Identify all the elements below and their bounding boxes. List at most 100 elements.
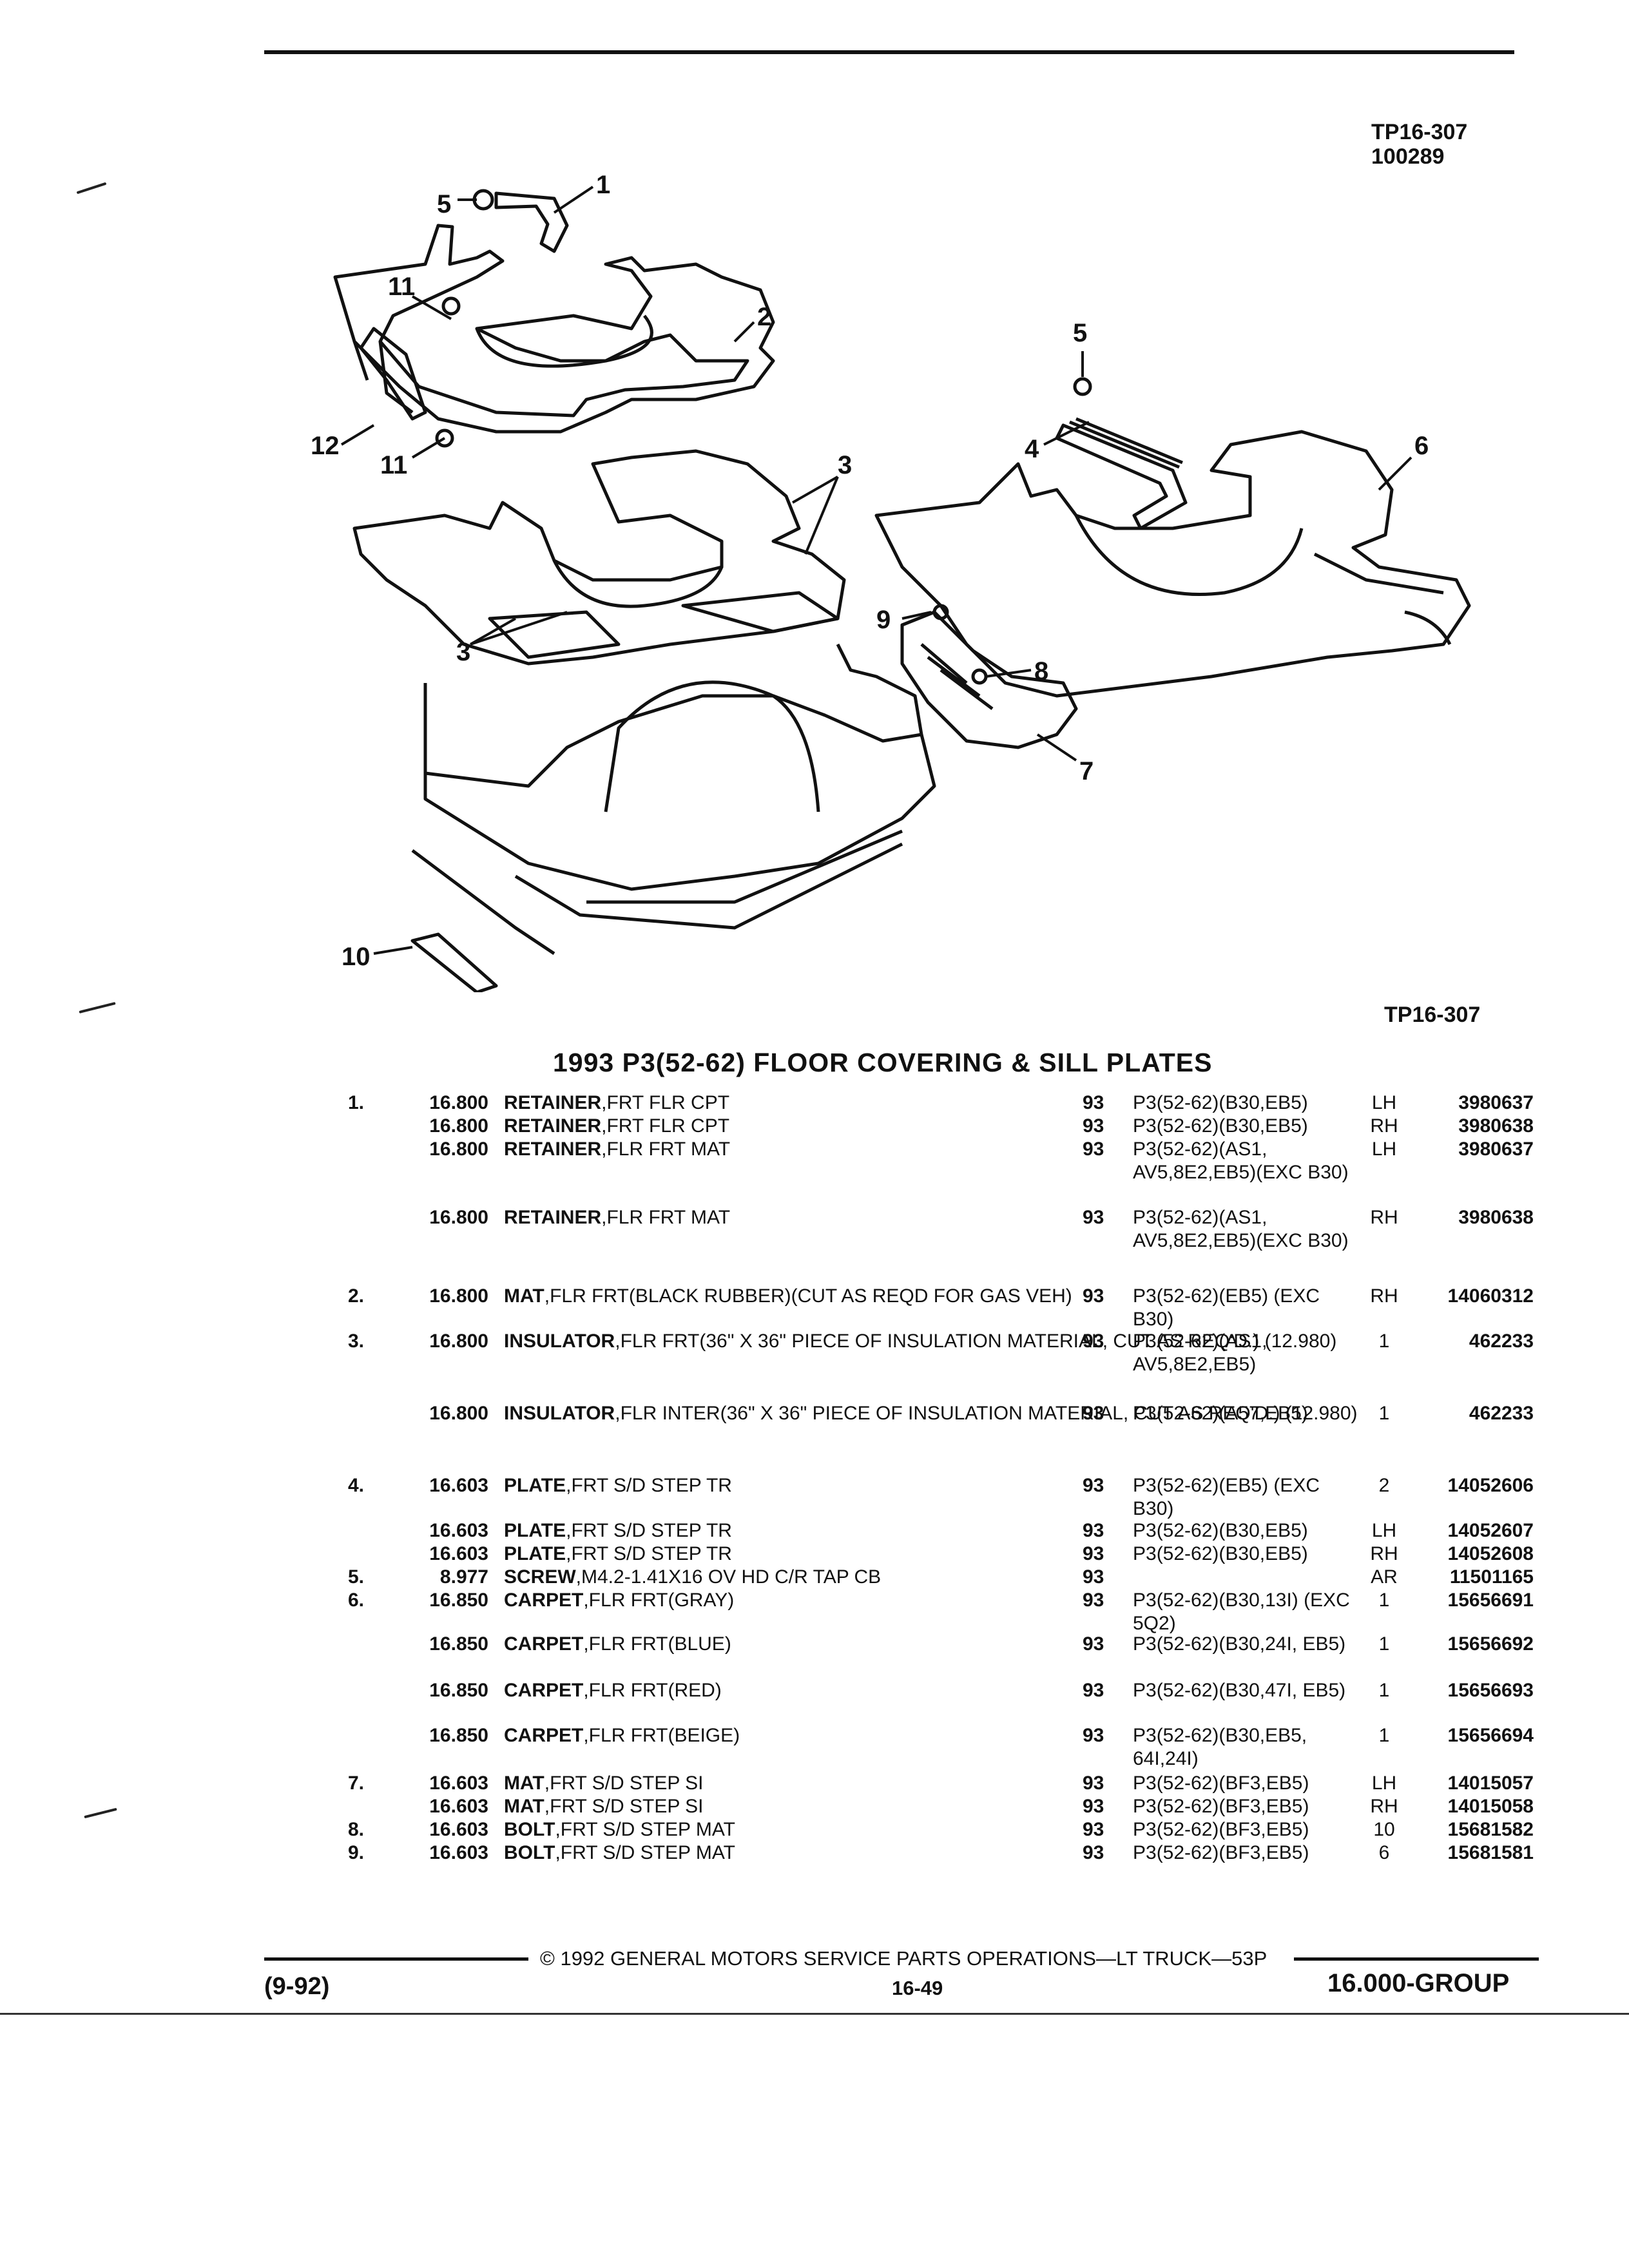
part-desc-text: ,FLR FRT MAT (601, 1139, 731, 1160)
figure-caption: TP16-307 (1384, 1003, 1481, 1027)
part-models: P3(52-62)(EB5) (EXC B30) (1133, 1285, 1320, 1330)
part-description: MAT,FRT S/D STEP SI (504, 1795, 1034, 1818)
part-desc-text: ,FLR FRT(BLUE) (583, 1633, 731, 1655)
part-desc-text: ,FLR INTER(36" X 36" PIECE OF INSULATION… (615, 1403, 1358, 1424)
body-door-sill (411, 842, 903, 956)
part-desc-text: ,FRT S/D STEP SI (544, 1773, 704, 1794)
part-ref: 2. (348, 1285, 365, 1307)
part-year: 93 (1083, 1590, 1104, 1611)
part-models: P3(52-62)(B30,EB5) (1133, 1092, 1308, 1113)
part-models: P3(52-62)(A57,EB5) (1133, 1403, 1308, 1424)
callout-11-lower: 11 (380, 451, 407, 479)
part-ref: 8. (348, 1819, 365, 1840)
part-group: 16.800 (429, 1092, 488, 1113)
callout-7: 7 (1079, 757, 1094, 785)
part-qty: 1 (1378, 1680, 1390, 1701)
front-floor-mat (333, 224, 775, 434)
part-number: 15681582 (1447, 1819, 1534, 1840)
part-qty: LH (1371, 1773, 1397, 1794)
part-qty: 10 (1373, 1819, 1395, 1840)
part-models: P3(52-62)(B30,47I, EB5) (1133, 1680, 1346, 1701)
part-number: 15656691 (1447, 1590, 1534, 1611)
illustration-number: 100289 (1371, 144, 1445, 169)
callout-3-right: 3 (838, 451, 852, 479)
part-desc-text: ,FRT S/D STEP TR (566, 1520, 732, 1541)
part-desc-text: ,FRT FLR CPT (601, 1092, 730, 1113)
part-desc-text: ,FRT S/D STEP TR (566, 1543, 732, 1564)
top-rule (264, 50, 1514, 54)
part-qty: RH (1370, 1285, 1398, 1307)
part-number: 15656694 (1447, 1725, 1534, 1746)
part-desc-text: ,FLR FRT(GRAY) (583, 1590, 735, 1611)
illustration-code: TP16-307 (1371, 120, 1468, 144)
part-year: 93 (1083, 1207, 1104, 1228)
fastener-5-right (1073, 377, 1092, 396)
part-qty: RH (1370, 1796, 1398, 1817)
part-year: 93 (1083, 1115, 1104, 1137)
insulator-rear-pad (488, 610, 621, 659)
step-mat-si (900, 610, 1078, 749)
part-group: 16.850 (429, 1680, 488, 1701)
part-number: 3980638 (1458, 1115, 1534, 1137)
part-name: INSULATOR (504, 1331, 615, 1352)
part-group: 16.603 (429, 1475, 488, 1496)
part-models: P3(52-62)(BF3,EB5) (1133, 1796, 1309, 1817)
front-floor-mat-channel (475, 314, 653, 368)
part-models: P3(52-62)(B30,EB5) (1133, 1520, 1308, 1541)
footer-rule-right (1294, 1957, 1539, 1961)
part-name: RETAINER (504, 1207, 602, 1228)
front-floor-carpet-channel (1074, 514, 1304, 596)
part-name: PLATE (504, 1475, 566, 1496)
part-models: P3(52-62)(B30,13I) (EXC 5Q2) (1133, 1590, 1350, 1634)
part-year: 93 (1083, 1543, 1104, 1564)
part-group: 16.800 (429, 1285, 488, 1307)
part-group: 8.977 (439, 1566, 488, 1588)
part-name: CARPET (504, 1725, 584, 1746)
insulator-front-channel (552, 559, 724, 608)
step-mat-si-ribs (920, 643, 994, 710)
fastener-11-lower (435, 428, 454, 448)
scan-mark (76, 182, 107, 195)
callout-2: 2 (757, 303, 771, 331)
part-models: P3(52-62)(EB5) (EXC B30) (1133, 1475, 1320, 1519)
part-name: MAT (504, 1285, 545, 1307)
part-group: 16.800 (429, 1207, 488, 1228)
part-description: CARPET,FLR FRT(BLUE) (504, 1633, 1034, 1656)
part-name: SCREW (504, 1566, 576, 1588)
callout-1: 1 (596, 171, 610, 199)
part-desc-text: ,FLR FRT(36" X 36" PIECE OF INSULATION M… (615, 1331, 1337, 1352)
part-ref: 6. (348, 1590, 365, 1611)
part-ref: 4. (348, 1475, 365, 1496)
body-tunnel (604, 680, 820, 812)
part-qty: RH (1370, 1543, 1398, 1564)
part-models: P3(52-62)(B30,EB5) (1133, 1115, 1308, 1137)
part-models: P3(52-62)(B30,24I, EB5) (1133, 1633, 1346, 1655)
part-desc-text: ,FLR FRT(BLACK RUBBER)(CUT AS REQD FOR G… (544, 1285, 1072, 1307)
sill-strip-10 (410, 932, 498, 992)
part-number: 15656692 (1447, 1633, 1534, 1655)
callout-12: 12 (311, 432, 340, 460)
part-qty: RH (1370, 1207, 1398, 1228)
part-year: 93 (1083, 1475, 1104, 1496)
part-group: 16.603 (429, 1842, 488, 1863)
part-qty: 1 (1378, 1633, 1390, 1655)
part-desc-text: ,FRT FLR CPT (601, 1115, 730, 1137)
part-description: RETAINER,FLR FRT MAT (504, 1138, 1034, 1161)
part-description: CARPET,FLR FRT(RED) (504, 1679, 1034, 1702)
footer-date: (9-92) (264, 1973, 330, 2000)
part-number: 14015058 (1447, 1796, 1534, 1817)
part-year: 93 (1083, 1520, 1104, 1541)
part-desc-text: ,FRT S/D STEP TR (566, 1475, 732, 1496)
callout-10: 10 (342, 943, 371, 971)
fastener-8 (971, 668, 988, 685)
body-floor-pan (423, 643, 936, 891)
part-name: CARPET (504, 1680, 584, 1701)
part-description: CARPET,FLR FRT(GRAY) (504, 1589, 1034, 1612)
fastener-5-top (472, 189, 494, 211)
front-floor-carpet-rim (1313, 552, 1452, 646)
part-ref: 3. (348, 1331, 365, 1352)
part-description: PLATE,FRT S/D STEP TR (504, 1474, 1034, 1497)
callout-3-left: 3 (456, 638, 470, 666)
part-name: RETAINER (504, 1139, 602, 1160)
scan-mark (84, 1807, 117, 1819)
